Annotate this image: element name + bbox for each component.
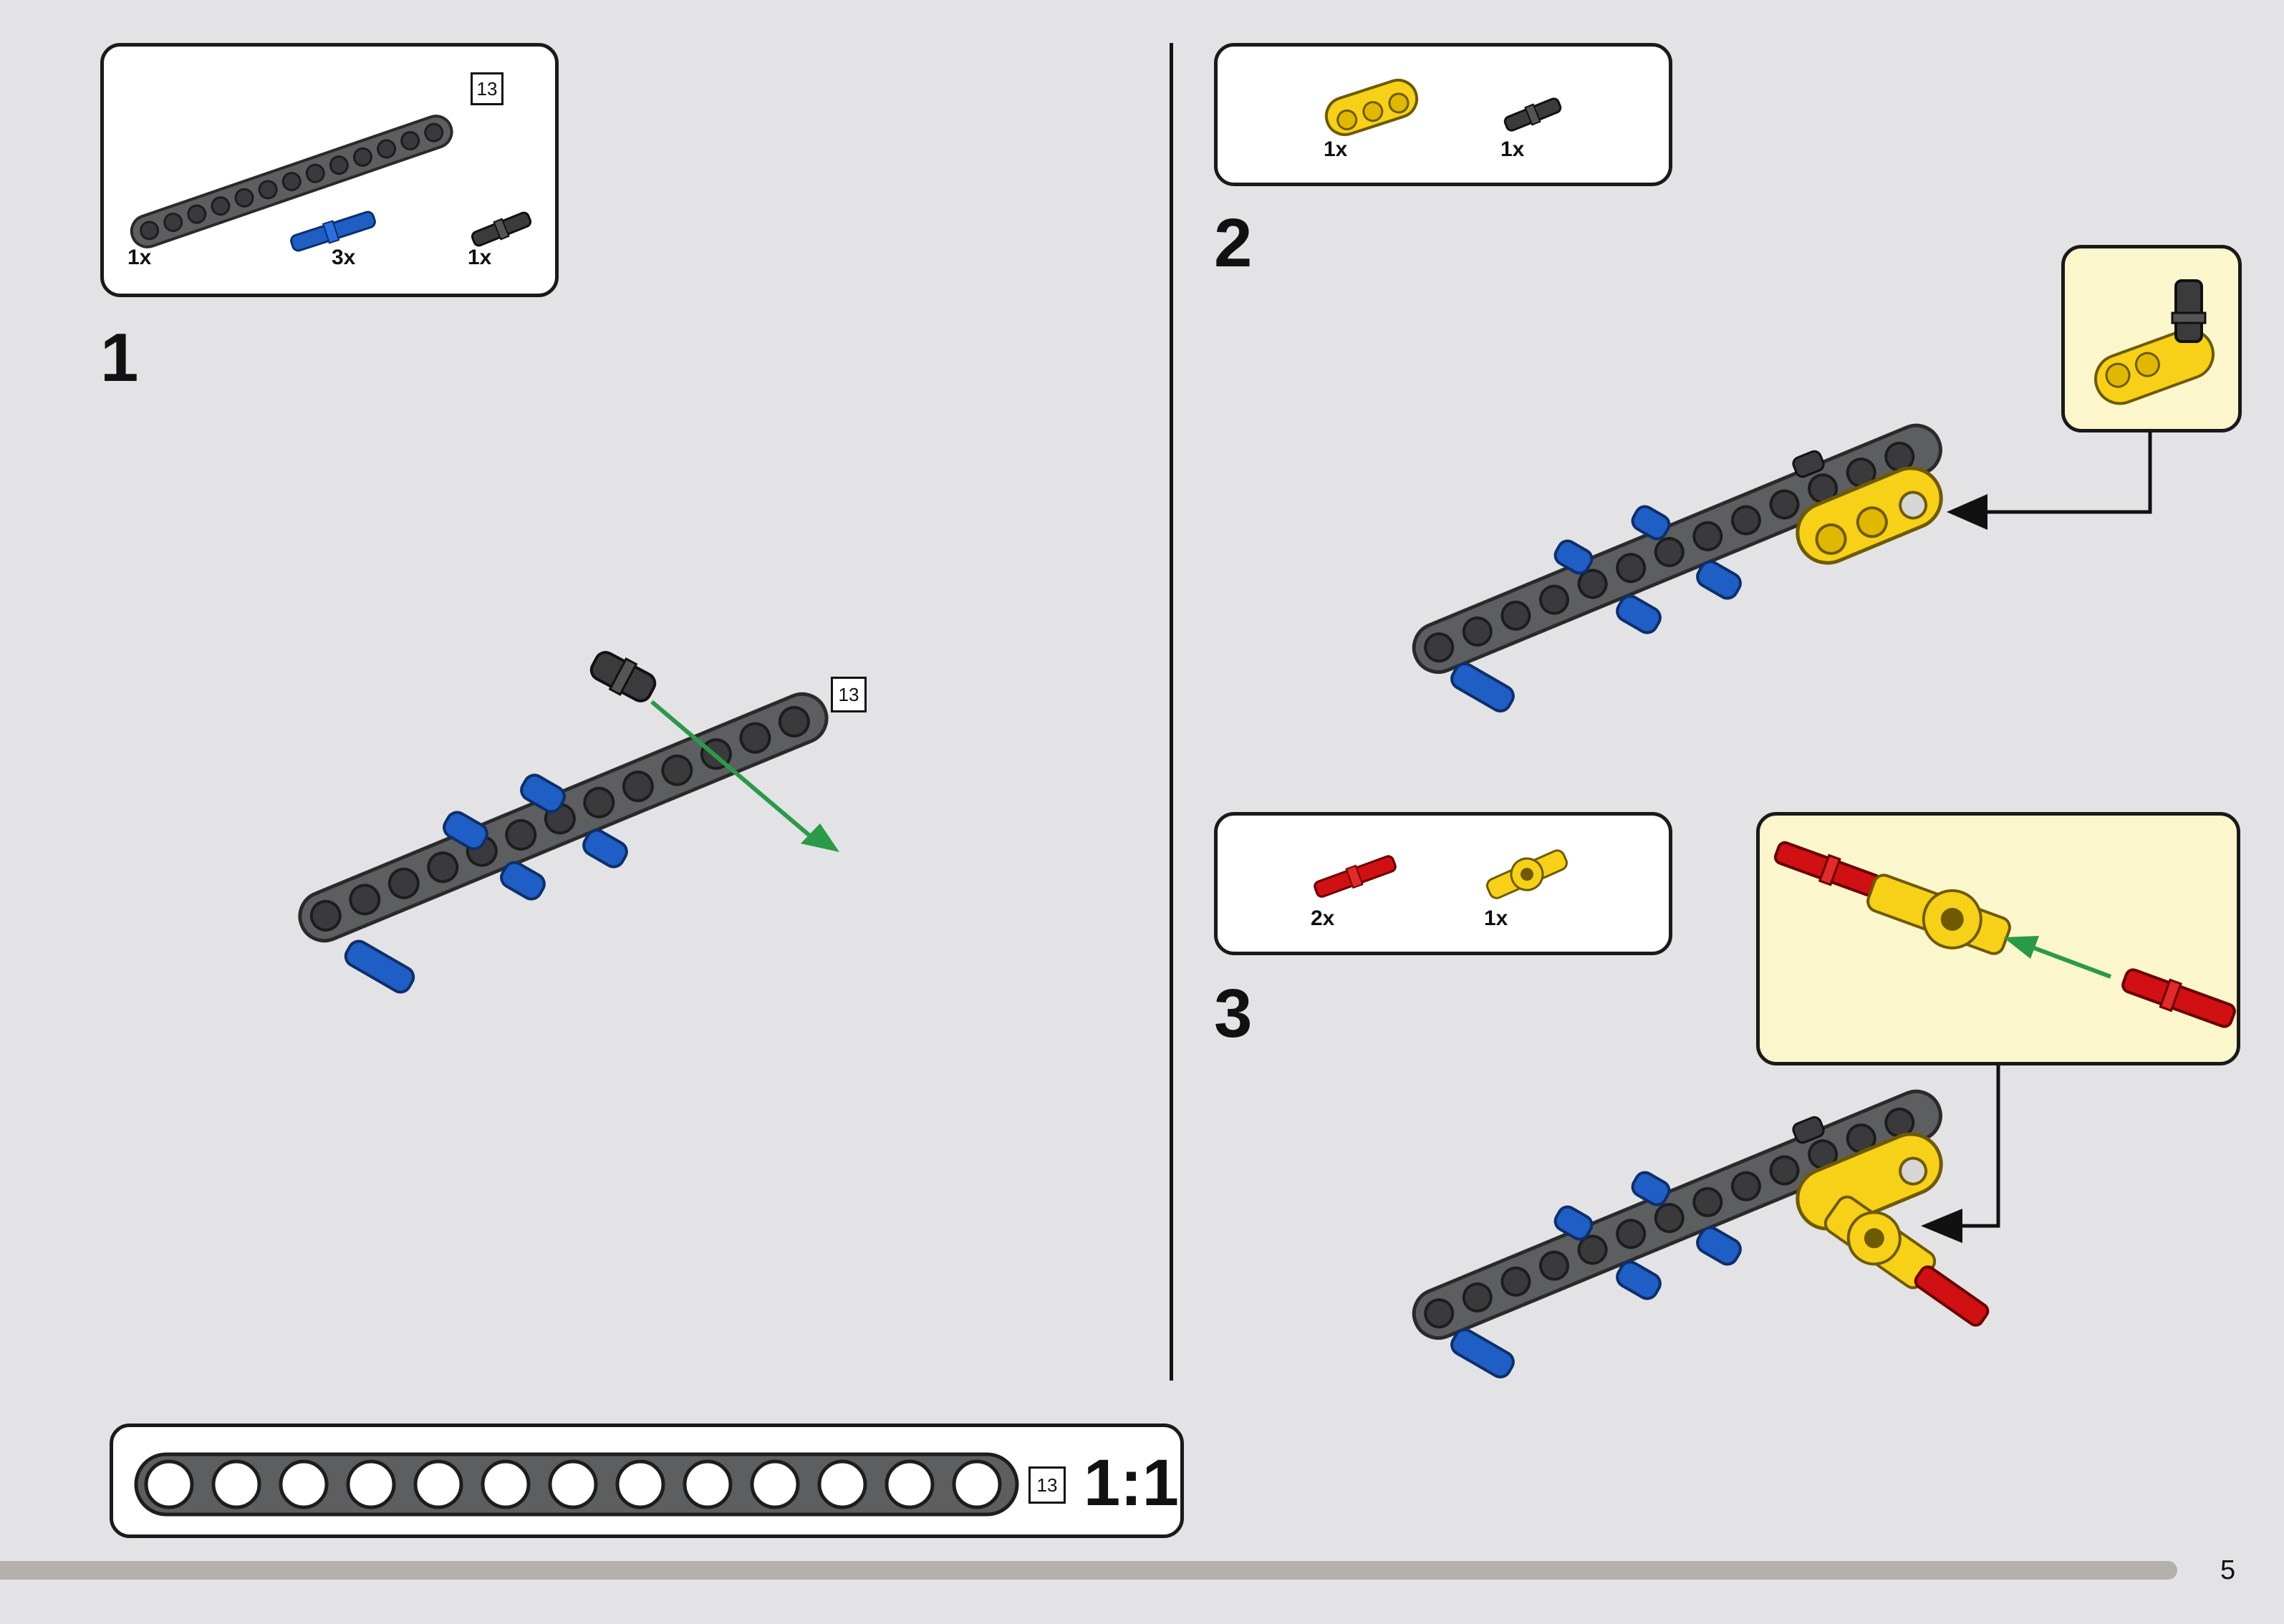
insert-arrow-icon — [650, 700, 839, 852]
blue-pin-icon — [290, 211, 376, 252]
ruler-length-label: 13 — [1028, 1466, 1066, 1504]
red-axle-pin-icon — [1314, 855, 1397, 898]
assembly-detail-illustration — [1773, 841, 2236, 1028]
step-3-number: 3 — [1214, 975, 1253, 1052]
step-1-number: 1 — [100, 319, 139, 396]
part-qty: 1x — [1484, 907, 1508, 930]
step-2-zoom-callout — [2061, 245, 2242, 432]
yellow-3-beam-icon — [2094, 279, 2215, 405]
yellow-connector-icon — [1486, 849, 1568, 899]
page-number: 5 — [2220, 1555, 2236, 1585]
ruler-beam-icon — [134, 1452, 1019, 1517]
grey-13-beam-icon — [1412, 423, 1942, 675]
black-pin-icon — [1792, 1116, 1825, 1144]
part-qty: 1x — [1324, 137, 1348, 161]
black-pin-icon — [589, 651, 657, 702]
part-qty: 1x — [468, 246, 492, 269]
scale-text: 1:1 — [1084, 1446, 1179, 1519]
beam-length-label: 13 — [831, 677, 867, 712]
page-divider — [1170, 43, 1173, 1381]
yellow-3-beam-icon — [1796, 1132, 1943, 1231]
grey-13-beam-icon — [130, 115, 453, 248]
step-2-parts-callout: 1x 1x — [1214, 43, 1672, 186]
red-axle-pin-icon — [1914, 1265, 1990, 1327]
black-pin-icon — [2171, 279, 2207, 343]
step-3-zoom-callout — [1756, 812, 2240, 1065]
red-axle-pin-icon — [2121, 968, 2236, 1028]
step-2-number: 2 — [1214, 205, 1253, 281]
callout-pointer-arrow-icon — [1921, 1065, 2000, 1243]
beam-length-label: 13 — [471, 72, 503, 105]
part-qty: 3x — [332, 246, 356, 269]
blue-pin-icon — [1450, 1171, 1742, 1378]
part-qty: 1x — [1500, 137, 1525, 161]
blue-pin-icon — [344, 773, 628, 994]
black-pin-icon — [471, 211, 532, 247]
insert-arrow-icon — [2003, 936, 2112, 979]
blue-pin-icon — [1450, 505, 1742, 712]
yellow-3-beam-icon — [1796, 466, 1943, 565]
step-1-parts-callout: 13 1x 3x 1x — [100, 43, 559, 297]
part-qty: 2x — [1311, 907, 1335, 930]
page-progress-bar — [0, 1561, 2177, 1580]
part-qty: 1x — [127, 246, 152, 269]
callout-pointer-arrow-icon — [1947, 432, 2152, 530]
yellow-3-beam-icon — [1324, 78, 1419, 137]
black-pin-icon — [1503, 97, 1562, 132]
black-pin-icon — [1792, 450, 1825, 478]
scale-ruler-panel: 13 1:1 — [110, 1424, 1184, 1538]
grey-13-beam-icon — [298, 692, 829, 943]
step-3-parts-callout: 2x 1x — [1214, 812, 1672, 955]
